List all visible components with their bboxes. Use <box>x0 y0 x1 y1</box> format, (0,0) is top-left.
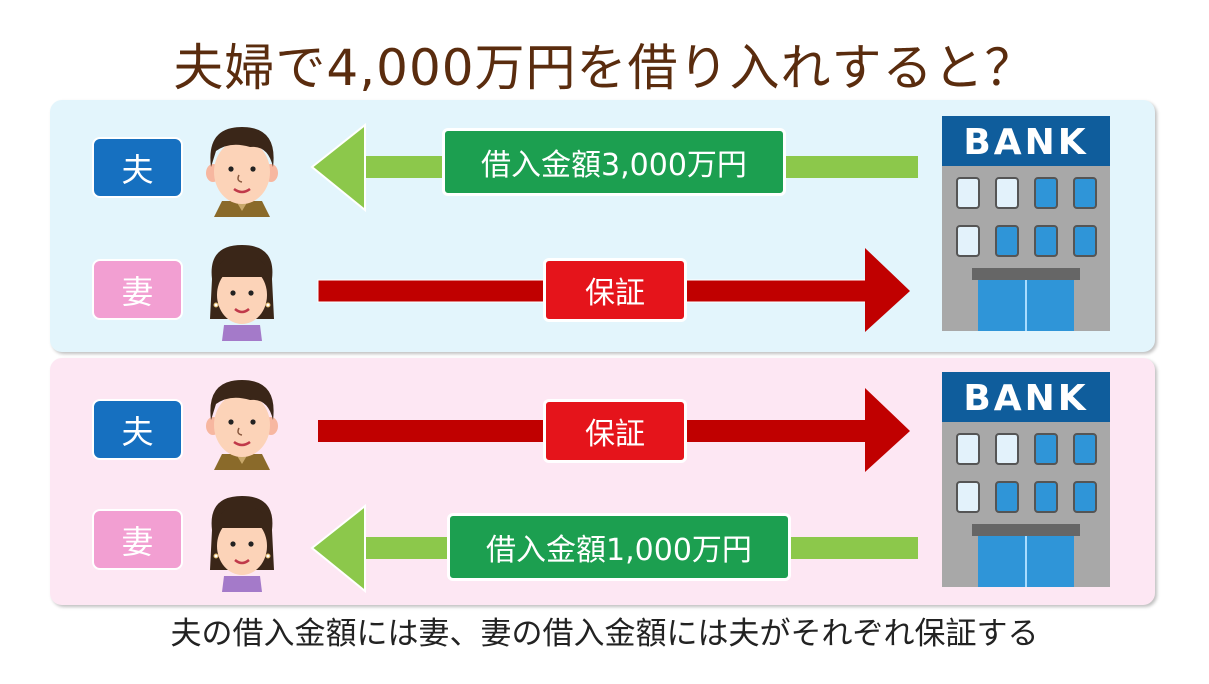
guarantee-label: 保証 <box>543 399 687 463</box>
husband-avatar <box>204 378 280 472</box>
loan-amount-label: 借入金額1,000万円 <box>447 513 791 581</box>
page-title: 夫婦で4,000万円を借り入れすると？ <box>173 39 1036 97</box>
bank-sign: BANK <box>963 378 1088 419</box>
guarantee-label: 保証 <box>543 258 687 322</box>
wife-avatar <box>208 243 276 343</box>
bank-sign: BANK <box>963 122 1088 163</box>
wife-avatar <box>208 494 276 594</box>
husband-badge: 夫 <box>92 399 183 460</box>
wife-badge: 妻 <box>92 509 183 570</box>
caption: 夫の借入金額には妻、妻の借入金額には夫がそれぞれ保証する <box>170 616 1039 652</box>
loan-amount-label: 借入金額3,000万円 <box>442 128 786 196</box>
husband-avatar <box>204 125 280 219</box>
husband-badge: 夫 <box>92 137 183 198</box>
wife-badge: 妻 <box>92 259 183 320</box>
